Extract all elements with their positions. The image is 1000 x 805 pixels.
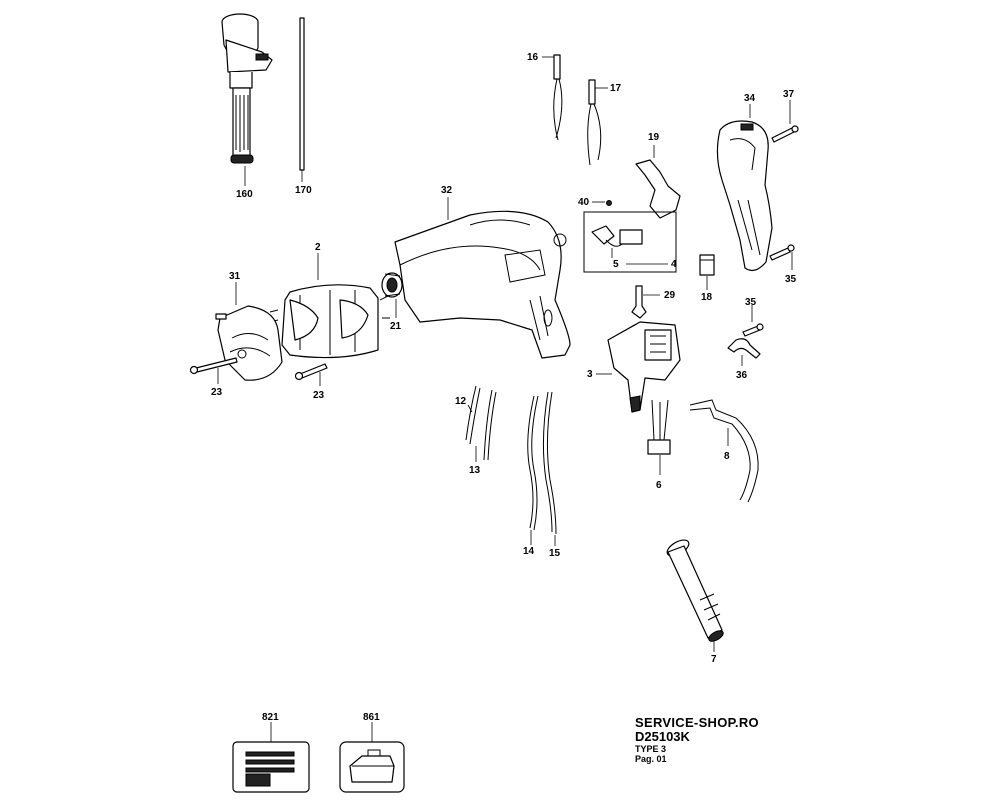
part-19-bracket (635, 159, 681, 219)
label-861: 861 (363, 712, 380, 723)
part-18-block (699, 254, 715, 276)
label-21: 21 (390, 321, 402, 332)
part-23-screw-b (294, 363, 328, 381)
part-29-connector (631, 285, 647, 319)
label-32: 32 (441, 185, 453, 196)
part-32-housing (394, 210, 571, 359)
part-170-depth-rod (299, 17, 305, 171)
label-8: 8 (724, 451, 730, 462)
part-40-screw (606, 200, 612, 206)
part-36-clamp (727, 338, 761, 359)
part-21-bearing (381, 272, 403, 298)
part-14-wire (527, 395, 539, 531)
part-2-field-stator (269, 284, 390, 359)
part-37-screw (771, 125, 799, 143)
part-12-wire (465, 385, 481, 445)
label-7: 7 (711, 654, 717, 665)
part-23-screw-a (189, 357, 238, 375)
part-16-wire (553, 54, 563, 141)
label-2: 2 (315, 242, 321, 253)
model-type: TYPE 3 (635, 744, 667, 754)
label-821: 821 (262, 712, 279, 723)
label-6: 6 (656, 480, 662, 491)
part-160-side-handle (221, 13, 273, 164)
part-4-brush-kit (583, 211, 677, 273)
model-number: D25103K (635, 729, 690, 744)
part-3-switch (607, 321, 681, 413)
label-23-a: 23 (211, 387, 223, 398)
part-31-baffle (215, 305, 283, 381)
label-40: 40 (578, 197, 590, 208)
label-16: 16 (527, 52, 539, 63)
label-12: 12 (455, 396, 467, 407)
page-number: Pag. 01 (635, 754, 667, 764)
label-19: 19 (648, 132, 660, 143)
label-37: 37 (783, 89, 795, 100)
label-13: 13 (469, 465, 481, 476)
label-29: 29 (664, 290, 676, 301)
label-35-b: 35 (745, 297, 757, 308)
label-160: 160 (236, 189, 253, 200)
part-13-wire (483, 389, 497, 461)
part-7-cord-guard (666, 539, 724, 642)
label-14: 14 (523, 546, 535, 557)
part-34-handle-housing (716, 120, 773, 272)
part-17-wire (587, 79, 602, 166)
label-18: 18 (701, 292, 713, 303)
part-861-carry-case (339, 741, 405, 793)
part-15-wire (542, 391, 557, 535)
label-34: 34 (744, 93, 756, 104)
label-3: 3 (587, 369, 593, 380)
label-170: 170 (295, 185, 312, 196)
label-23-b: 23 (313, 390, 325, 401)
label-31: 31 (229, 271, 241, 282)
shop-name: SERVICE-SHOP.RO (635, 715, 759, 730)
label-15: 15 (549, 548, 561, 559)
part-35-screw-b (742, 323, 764, 337)
part-35-screw-a (769, 244, 795, 261)
label-36: 36 (736, 370, 748, 381)
part-821-label-plate (232, 741, 310, 793)
title-block: SERVICE-SHOP.RO D25103K TYPE 3 Pag. 01 (635, 716, 759, 764)
label-35-a: 35 (785, 274, 797, 285)
label-4: 4 (671, 259, 677, 270)
part-8-power-cord (689, 399, 759, 503)
part-6-filter (647, 399, 671, 455)
label-5: 5 (613, 259, 619, 270)
label-17: 17 (610, 83, 622, 94)
